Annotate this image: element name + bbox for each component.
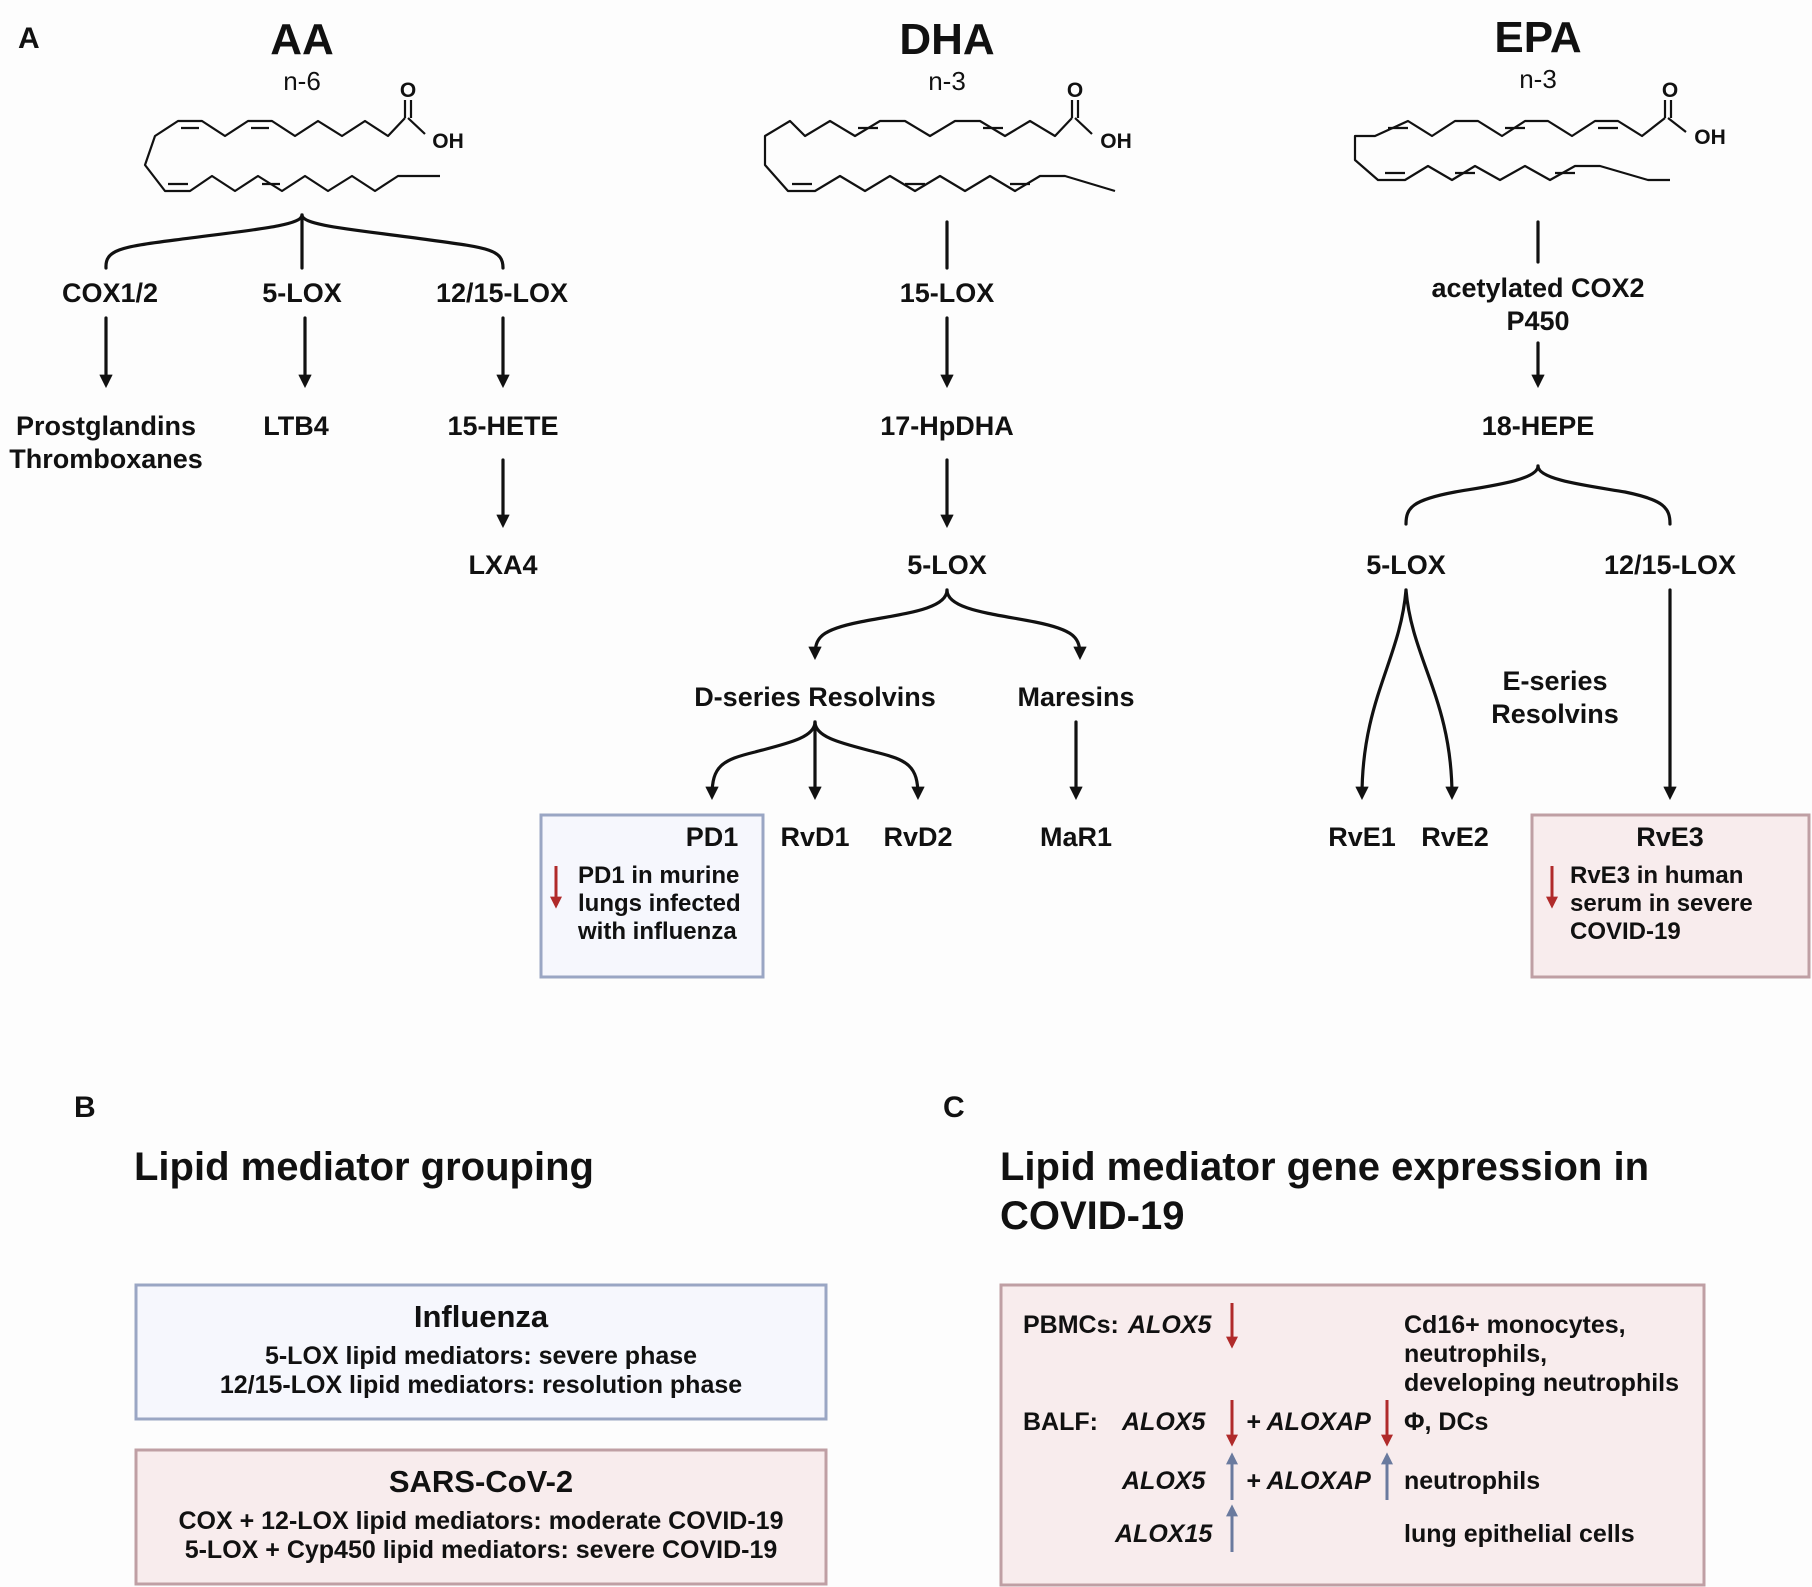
- aa-column: AA n-6 O OH COX1/2 5-LOX 12/15-LOX Prost…: [9, 15, 568, 580]
- pd1-note-line3: with influenza: [577, 918, 737, 945]
- dha-mar1: MaR1: [1040, 822, 1112, 852]
- dha-enzyme-15lox: 15-LOX: [900, 278, 995, 308]
- epa-subtitle: n-3: [1519, 64, 1557, 94]
- aa-enzyme-5lox: 5-LOX: [262, 278, 342, 308]
- aa-enzyme-cox: COX1/2: [62, 278, 158, 308]
- dha-d-series-resolvins: D-series Resolvins: [694, 682, 936, 712]
- aa-subtitle: n-6: [283, 66, 321, 96]
- dha-rvd2: RvD2: [883, 822, 952, 852]
- influenza-line1: 5-LOX lipid mediators: severe phase: [265, 1342, 697, 1370]
- epa-rve3: RvE3: [1636, 822, 1704, 852]
- rve3-note-line2: serum in severe: [1570, 890, 1753, 917]
- dha-oh-label: OH: [1100, 130, 1132, 153]
- product-ltb4: LTB4: [263, 411, 329, 441]
- panel-b-label: B: [74, 1091, 96, 1124]
- arrow-5lox-dresolvins: [808, 588, 949, 661]
- sars-title: SARS-CoV-2: [389, 1464, 573, 1499]
- balf-row2-cells: Φ, DCs: [1404, 1408, 1488, 1436]
- arrow-dres-pd1: [705, 720, 817, 801]
- panel-c: C Lipid mediator gene expression in COVI…: [943, 1091, 1706, 1587]
- epa-enzyme-1215lox: 12/15-LOX: [1604, 550, 1736, 580]
- panel-a-label: A: [18, 22, 40, 55]
- pd1-note-line2: lungs infected: [578, 890, 741, 917]
- epa-enzyme-5lox: 5-LOX: [1366, 550, 1446, 580]
- aa-enzyme-1215lox: 12/15-LOX: [436, 278, 568, 308]
- pbmc-gene: ALOX5: [1127, 1311, 1212, 1339]
- epa-18hepe: 18-HEPE: [1482, 411, 1595, 441]
- product-thromboxanes: Thromboxanes: [9, 444, 203, 474]
- arrow-5lox-rve1: [1355, 588, 1408, 801]
- epa-brace-right: [1536, 464, 1672, 526]
- product-15hete: 15-HETE: [447, 411, 558, 441]
- sars-line2: 5-LOX + Cyp450 lipid mediators: severe C…: [185, 1536, 778, 1564]
- epa-enzyme-p450: P450: [1506, 306, 1569, 336]
- arrow-5lox-rve2: [1404, 588, 1459, 801]
- sars-box: [134, 1448, 828, 1586]
- pbmc-cells-line2: neutrophils,: [1404, 1340, 1547, 1368]
- product-prostaglandins: Prostglandins: [16, 411, 196, 441]
- aa-brace-left: [104, 213, 304, 270]
- balf-row2-gene2: + ALOXAP: [1246, 1408, 1371, 1436]
- pbmc-cells-line3: developing neutrophils: [1404, 1369, 1679, 1397]
- balf-label: BALF:: [1023, 1408, 1098, 1436]
- epa-brace-left: [1404, 464, 1540, 526]
- panel-b-title: Lipid mediator grouping: [134, 1145, 594, 1189]
- aa-title: AA: [270, 15, 334, 64]
- aa-o-label: O: [400, 79, 416, 102]
- dha-rvd1: RvD1: [780, 822, 849, 852]
- arrow-dres-rvd2: [813, 720, 925, 801]
- influenza-box: [134, 1283, 828, 1421]
- epa-eseries-line2: Resolvins: [1491, 699, 1619, 729]
- row4-cells: lung epithelial cells: [1404, 1520, 1635, 1548]
- aa-oh-label: OH: [432, 130, 464, 153]
- epa-o-label: O: [1662, 79, 1678, 102]
- dha-subtitle: n-3: [928, 66, 966, 96]
- pbmc-label: PBMCs:: [1023, 1311, 1119, 1339]
- balf-row3-cells: neutrophils: [1404, 1467, 1540, 1495]
- rve3-note-line3: COVID-19: [1570, 918, 1681, 945]
- epa-rve1: RvE1: [1328, 822, 1396, 852]
- influenza-line2: 12/15-LOX lipid mediators: resolution ph…: [220, 1371, 742, 1399]
- epa-enzyme-acox2: acetylated COX2: [1431, 273, 1644, 303]
- rve3-box: [1530, 813, 1811, 979]
- aa-structure: O OH: [143, 79, 464, 193]
- epa-column: EPA n-3 O OH acetylated COX2 P450 18-HEP…: [1328, 13, 1811, 979]
- epa-title: EPA: [1494, 13, 1581, 62]
- arrow-5lox-maresins: [945, 588, 1087, 661]
- panel-b: B Lipid mediator grouping Influenza 5-LO…: [74, 1091, 828, 1586]
- balf-row2-gene: ALOX5: [1121, 1408, 1206, 1436]
- dha-17hpdha: 17-HpDHA: [880, 411, 1014, 441]
- panel-a: A AA n-6 O OH COX1/2 5-LOX 12/15-LOX Pro…: [9, 13, 1811, 979]
- epa-structure: O OH: [1353, 79, 1726, 182]
- pbmc-cells-line1: Cd16+ monocytes,: [1404, 1311, 1626, 1339]
- pd1-note-line1: PD1 in murine: [578, 862, 739, 889]
- aa-brace-right: [300, 213, 505, 270]
- panel-c-title-line1: Lipid mediator gene expression in: [1000, 1145, 1649, 1189]
- panel-c-label: C: [943, 1091, 965, 1124]
- dha-column: DHA n-3 O OH 15-LOX 17-HpDHA 5-LOX D-ser…: [539, 15, 1135, 979]
- balf-row3-gene: ALOX5: [1121, 1467, 1206, 1495]
- panel-c-title-line2: COVID-19: [1000, 1194, 1185, 1238]
- gene-expression-box: [999, 1283, 1706, 1587]
- dha-structure: O OH: [763, 79, 1132, 193]
- product-lxa4: LXA4: [468, 550, 537, 580]
- balf-row3-gene2: + ALOXAP: [1246, 1467, 1371, 1495]
- influenza-title: Influenza: [414, 1299, 549, 1334]
- dha-pd1: PD1: [686, 822, 739, 852]
- dha-o-label: O: [1067, 79, 1083, 102]
- dha-title: DHA: [899, 15, 994, 64]
- epa-oh-label: OH: [1694, 126, 1726, 149]
- dha-maresins: Maresins: [1017, 682, 1134, 712]
- pd1-box: [539, 813, 765, 979]
- epa-eseries-line1: E-series: [1502, 666, 1607, 696]
- dha-enzyme-5lox: 5-LOX: [907, 550, 987, 580]
- row4-gene: ALOX15: [1114, 1520, 1213, 1548]
- rve3-note-line1: RvE3 in human: [1570, 862, 1743, 889]
- sars-line1: COX + 12-LOX lipid mediators: moderate C…: [178, 1507, 783, 1535]
- epa-rve2: RvE2: [1421, 822, 1489, 852]
